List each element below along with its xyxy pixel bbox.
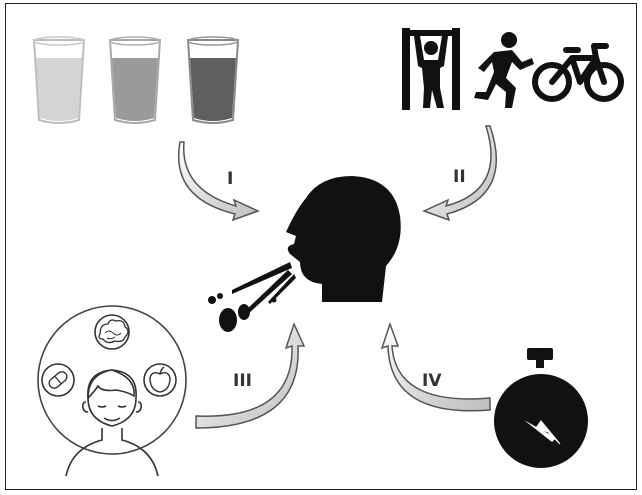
glass-liquid <box>112 58 158 121</box>
apple-icon <box>144 364 176 396</box>
breath-stream-icon <box>208 262 296 332</box>
glass-icon <box>188 37 238 123</box>
step-label-2: II <box>453 167 466 187</box>
step-label-1: I <box>227 169 233 189</box>
stopwatch-icon <box>494 348 588 468</box>
bicycle-icon <box>535 46 621 99</box>
glasses-group <box>34 37 238 123</box>
step-label-3: III <box>233 371 252 391</box>
runner-icon <box>474 32 534 108</box>
pill-icon <box>42 364 74 396</box>
arrow-IV <box>382 324 490 411</box>
step-label-4: IV <box>422 371 442 391</box>
diet-person-group <box>38 306 186 476</box>
glass-liquid <box>190 58 236 121</box>
brain-icon <box>95 315 129 349</box>
glass-icon <box>34 37 84 123</box>
glass-liquid <box>36 58 82 121</box>
pullup-icon <box>402 28 460 110</box>
glass-icon <box>110 37 160 123</box>
arrow-I <box>179 142 258 220</box>
person-face-icon <box>66 370 158 476</box>
head-silhouette-icon <box>286 176 401 302</box>
